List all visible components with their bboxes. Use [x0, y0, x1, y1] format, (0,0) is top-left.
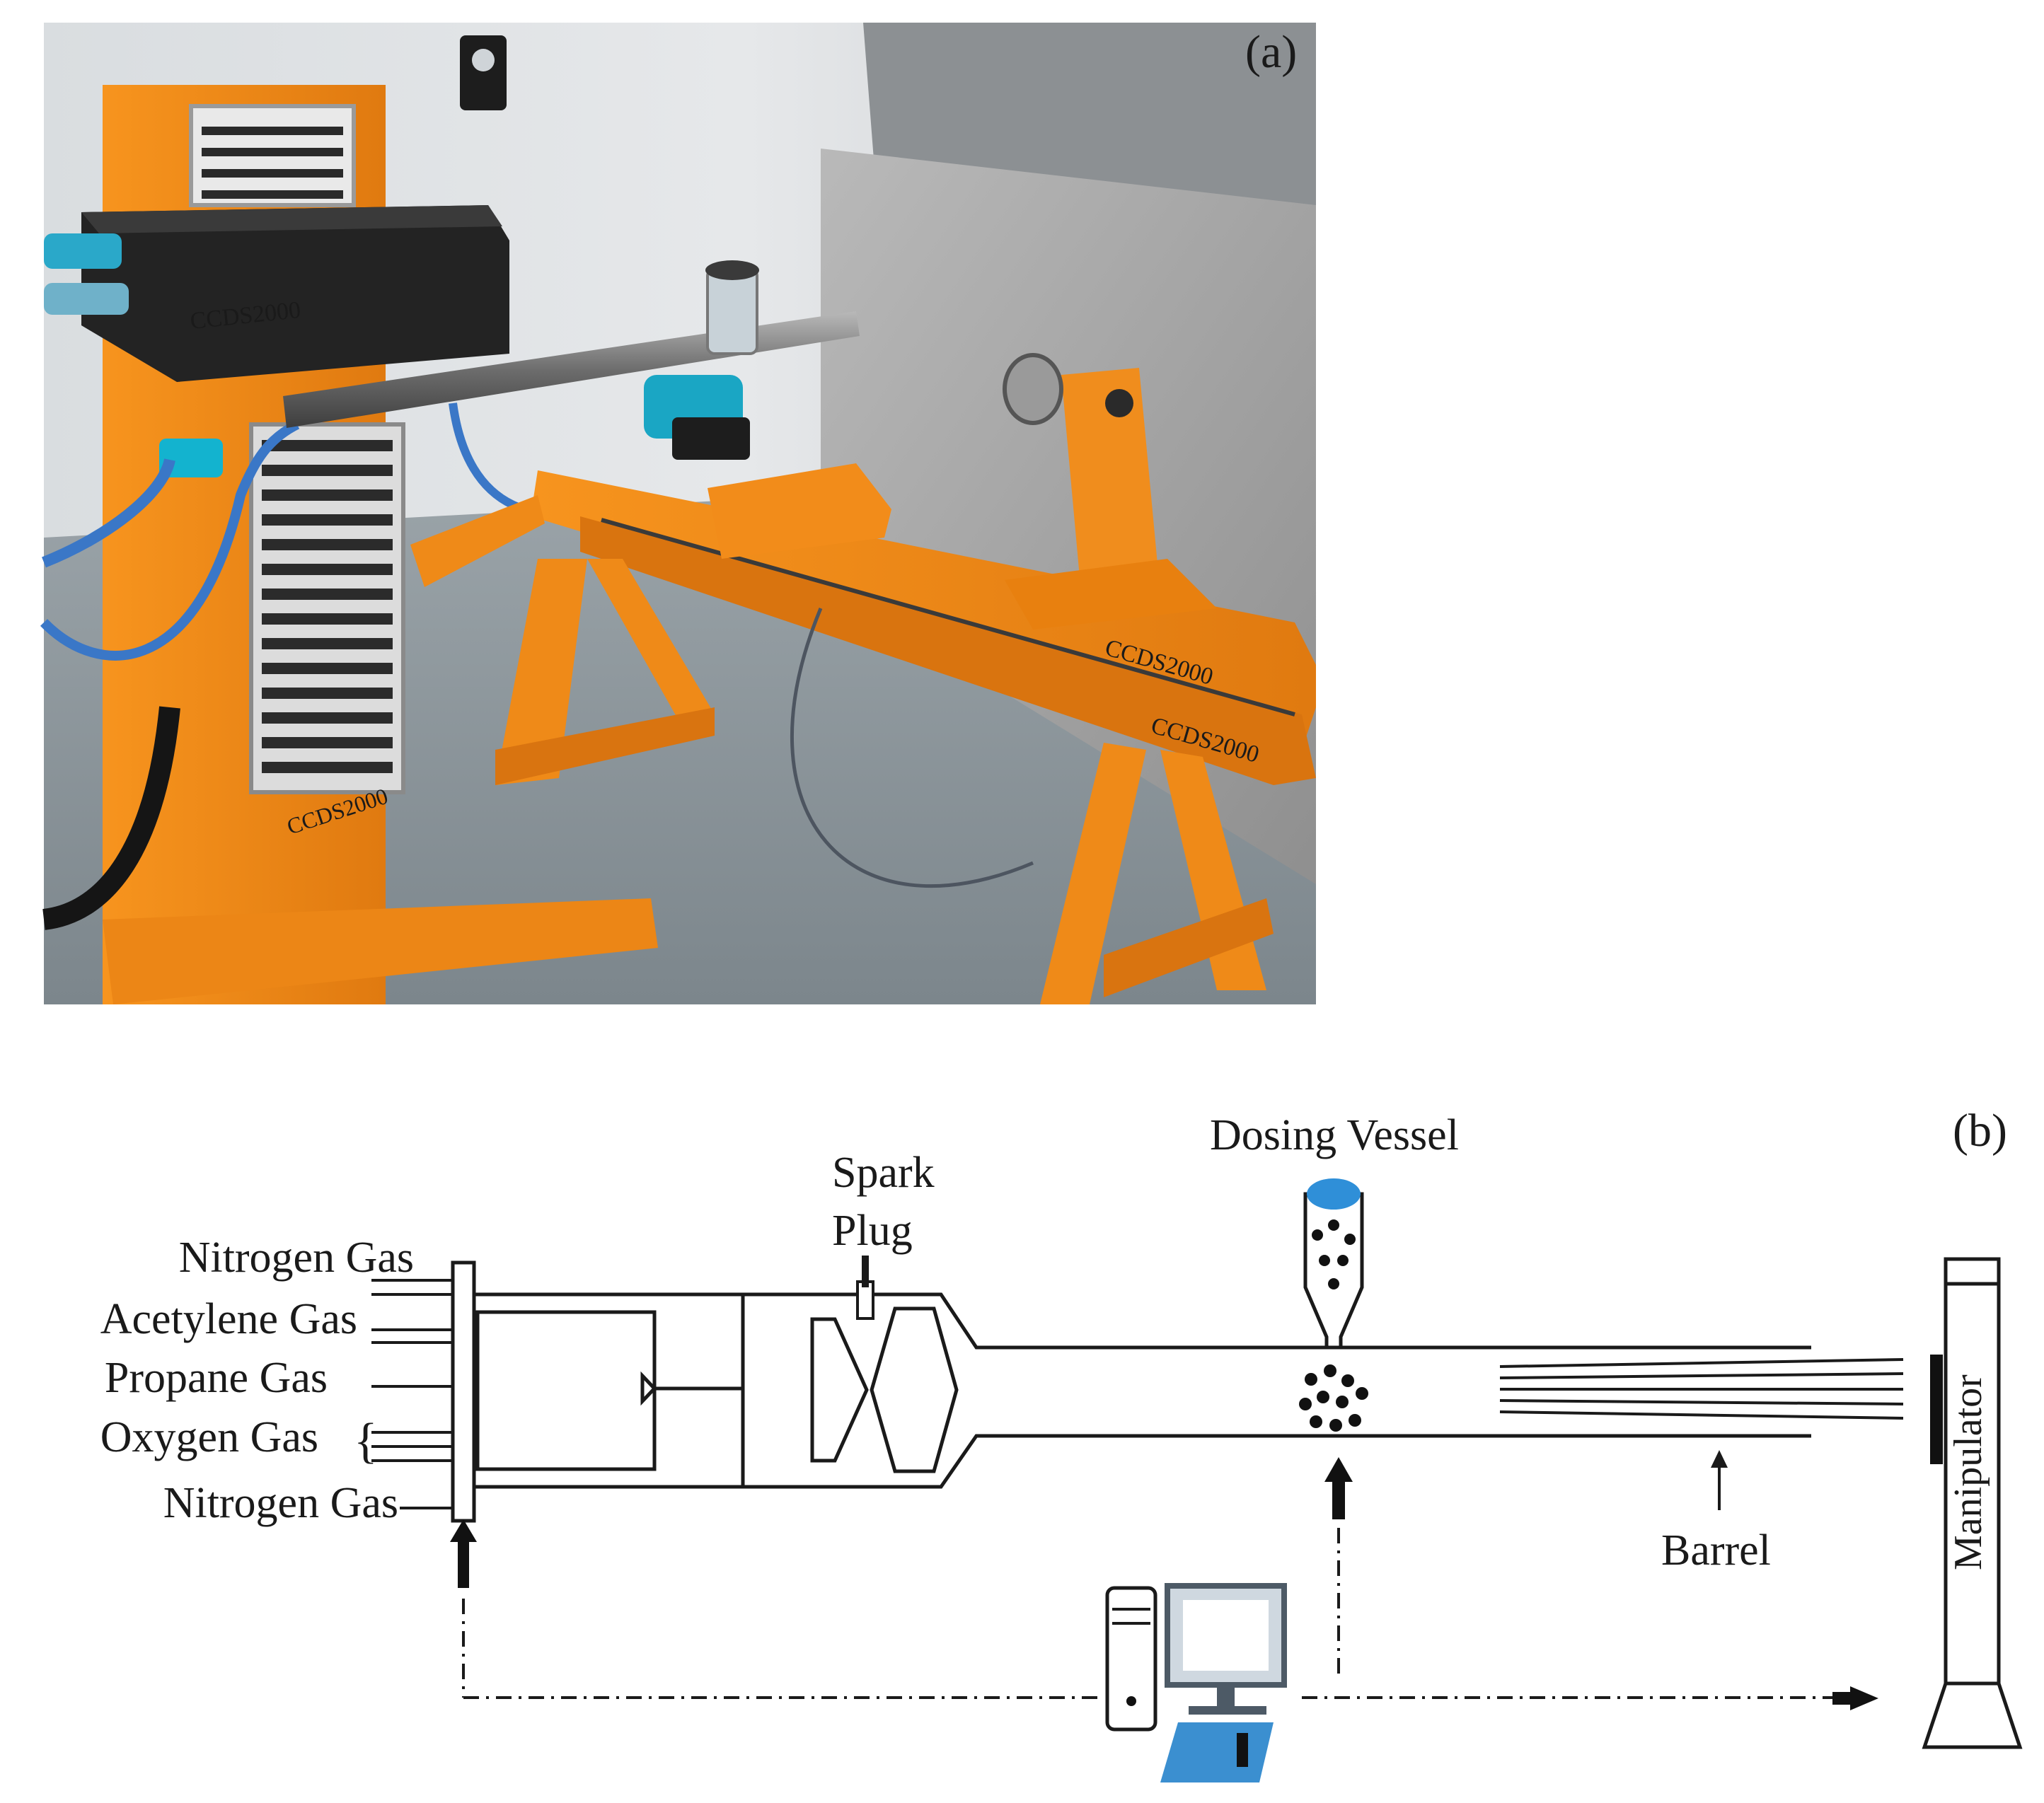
gas-label-nitrogen-bottom: Nitrogen Gas: [163, 1479, 398, 1527]
motor-body: [672, 417, 750, 460]
floor-cable: [790, 608, 1034, 888]
blue-hose-2: [40, 419, 300, 661]
control-arrow-dosing: [1324, 1457, 1353, 1519]
dosing-vessel: [1303, 1178, 1364, 1350]
side-vent-slats: [262, 440, 393, 773]
monitor-screen: [1183, 1600, 1269, 1671]
panel-a-label: (a): [1245, 26, 1297, 78]
substrate-holder: [1930, 1355, 1943, 1464]
bench-strut: [410, 495, 545, 587]
ccds-head-unit: [81, 205, 509, 382]
manipulator-label: Manipulator: [1946, 1374, 1990, 1570]
pedestal-base: [1005, 559, 1217, 630]
manifold-flange: [451, 1260, 476, 1523]
blue-hose-1: [42, 458, 175, 568]
barrel-arrowhead: [1711, 1450, 1728, 1468]
gauge-dial: [472, 49, 495, 71]
head-unit-top: [81, 205, 502, 233]
pedestal-knob: [1105, 389, 1133, 417]
substrate-disc: [1003, 353, 1063, 425]
vessel-cap: [705, 260, 759, 280]
dosing-vessel-label: Dosing Vessel: [1210, 1111, 1459, 1159]
gas-label-acetylene: Acetylene Gas: [100, 1295, 357, 1343]
panel-b-label: (b): [1953, 1105, 2007, 1156]
wall-gauge: [460, 35, 507, 110]
blue-fitting-3: [159, 439, 223, 477]
combustion-chamber: [474, 1292, 828, 1489]
schematic-diagram: (b) Nitrogen Gas Acetylene Gas Propane G…: [100, 1105, 2023, 1782]
carriage-block: [708, 463, 891, 559]
manipulator-arrow: [1832, 1686, 1878, 1710]
bench-leg-front-right: [587, 559, 715, 721]
dosing-vessel-cap: [1307, 1178, 1361, 1210]
bench-leg-rear-left: [1040, 743, 1146, 1004]
schematic-panel: (b) Nitrogen Gas Acetylene Gas Propane G…: [0, 1075, 2044, 1799]
manipulator-column: [1944, 1257, 2001, 1686]
tower-foot: [103, 898, 658, 1004]
gas-label-oxygen: Oxygen Gas: [100, 1413, 318, 1461]
powder-particles: [1299, 1219, 1368, 1432]
blue-fitting-2: [44, 283, 129, 315]
control-arrow-left: [450, 1519, 477, 1588]
spark-plug-label-1: Spark: [832, 1149, 935, 1197]
spray-lines: [1499, 1358, 1904, 1420]
computer-keyboard: [1160, 1722, 1274, 1782]
computer-icon: [1105, 1583, 1287, 1782]
rail-bench-side: [580, 516, 1316, 785]
manipulator-base: [1922, 1681, 2023, 1749]
top-vent-slats: [202, 127, 343, 199]
substrate-pedestal: [1061, 368, 1160, 608]
gas-lines: [371, 1279, 453, 1509]
photo-dosing-vessel: [706, 267, 758, 355]
rear-brace: [1104, 898, 1274, 997]
bench-leg-front-left: [495, 559, 587, 785]
control-lines: [462, 1528, 1840, 1699]
apparatus-photo: CCDS2000 CCDS2000 CCDS2000 CCDS2000 (a): [40, 23, 1316, 1004]
blue-fitting-1: [44, 233, 122, 269]
black-cable: [42, 706, 180, 930]
barrel-label: Barrel: [1661, 1526, 1771, 1575]
spark-plug-label-2: Plug: [832, 1207, 913, 1255]
side-vent: [249, 422, 405, 794]
bench-leg-brace: [495, 707, 715, 785]
photo-panel: CCDS2000 CCDS2000 CCDS2000 CCDS2000 (a): [40, 23, 1316, 1004]
gas-label-nitrogen-top: Nitrogen Gas: [179, 1234, 414, 1282]
gas-label-propane: Propane Gas: [105, 1354, 328, 1402]
rail-slot: [601, 518, 1295, 717]
